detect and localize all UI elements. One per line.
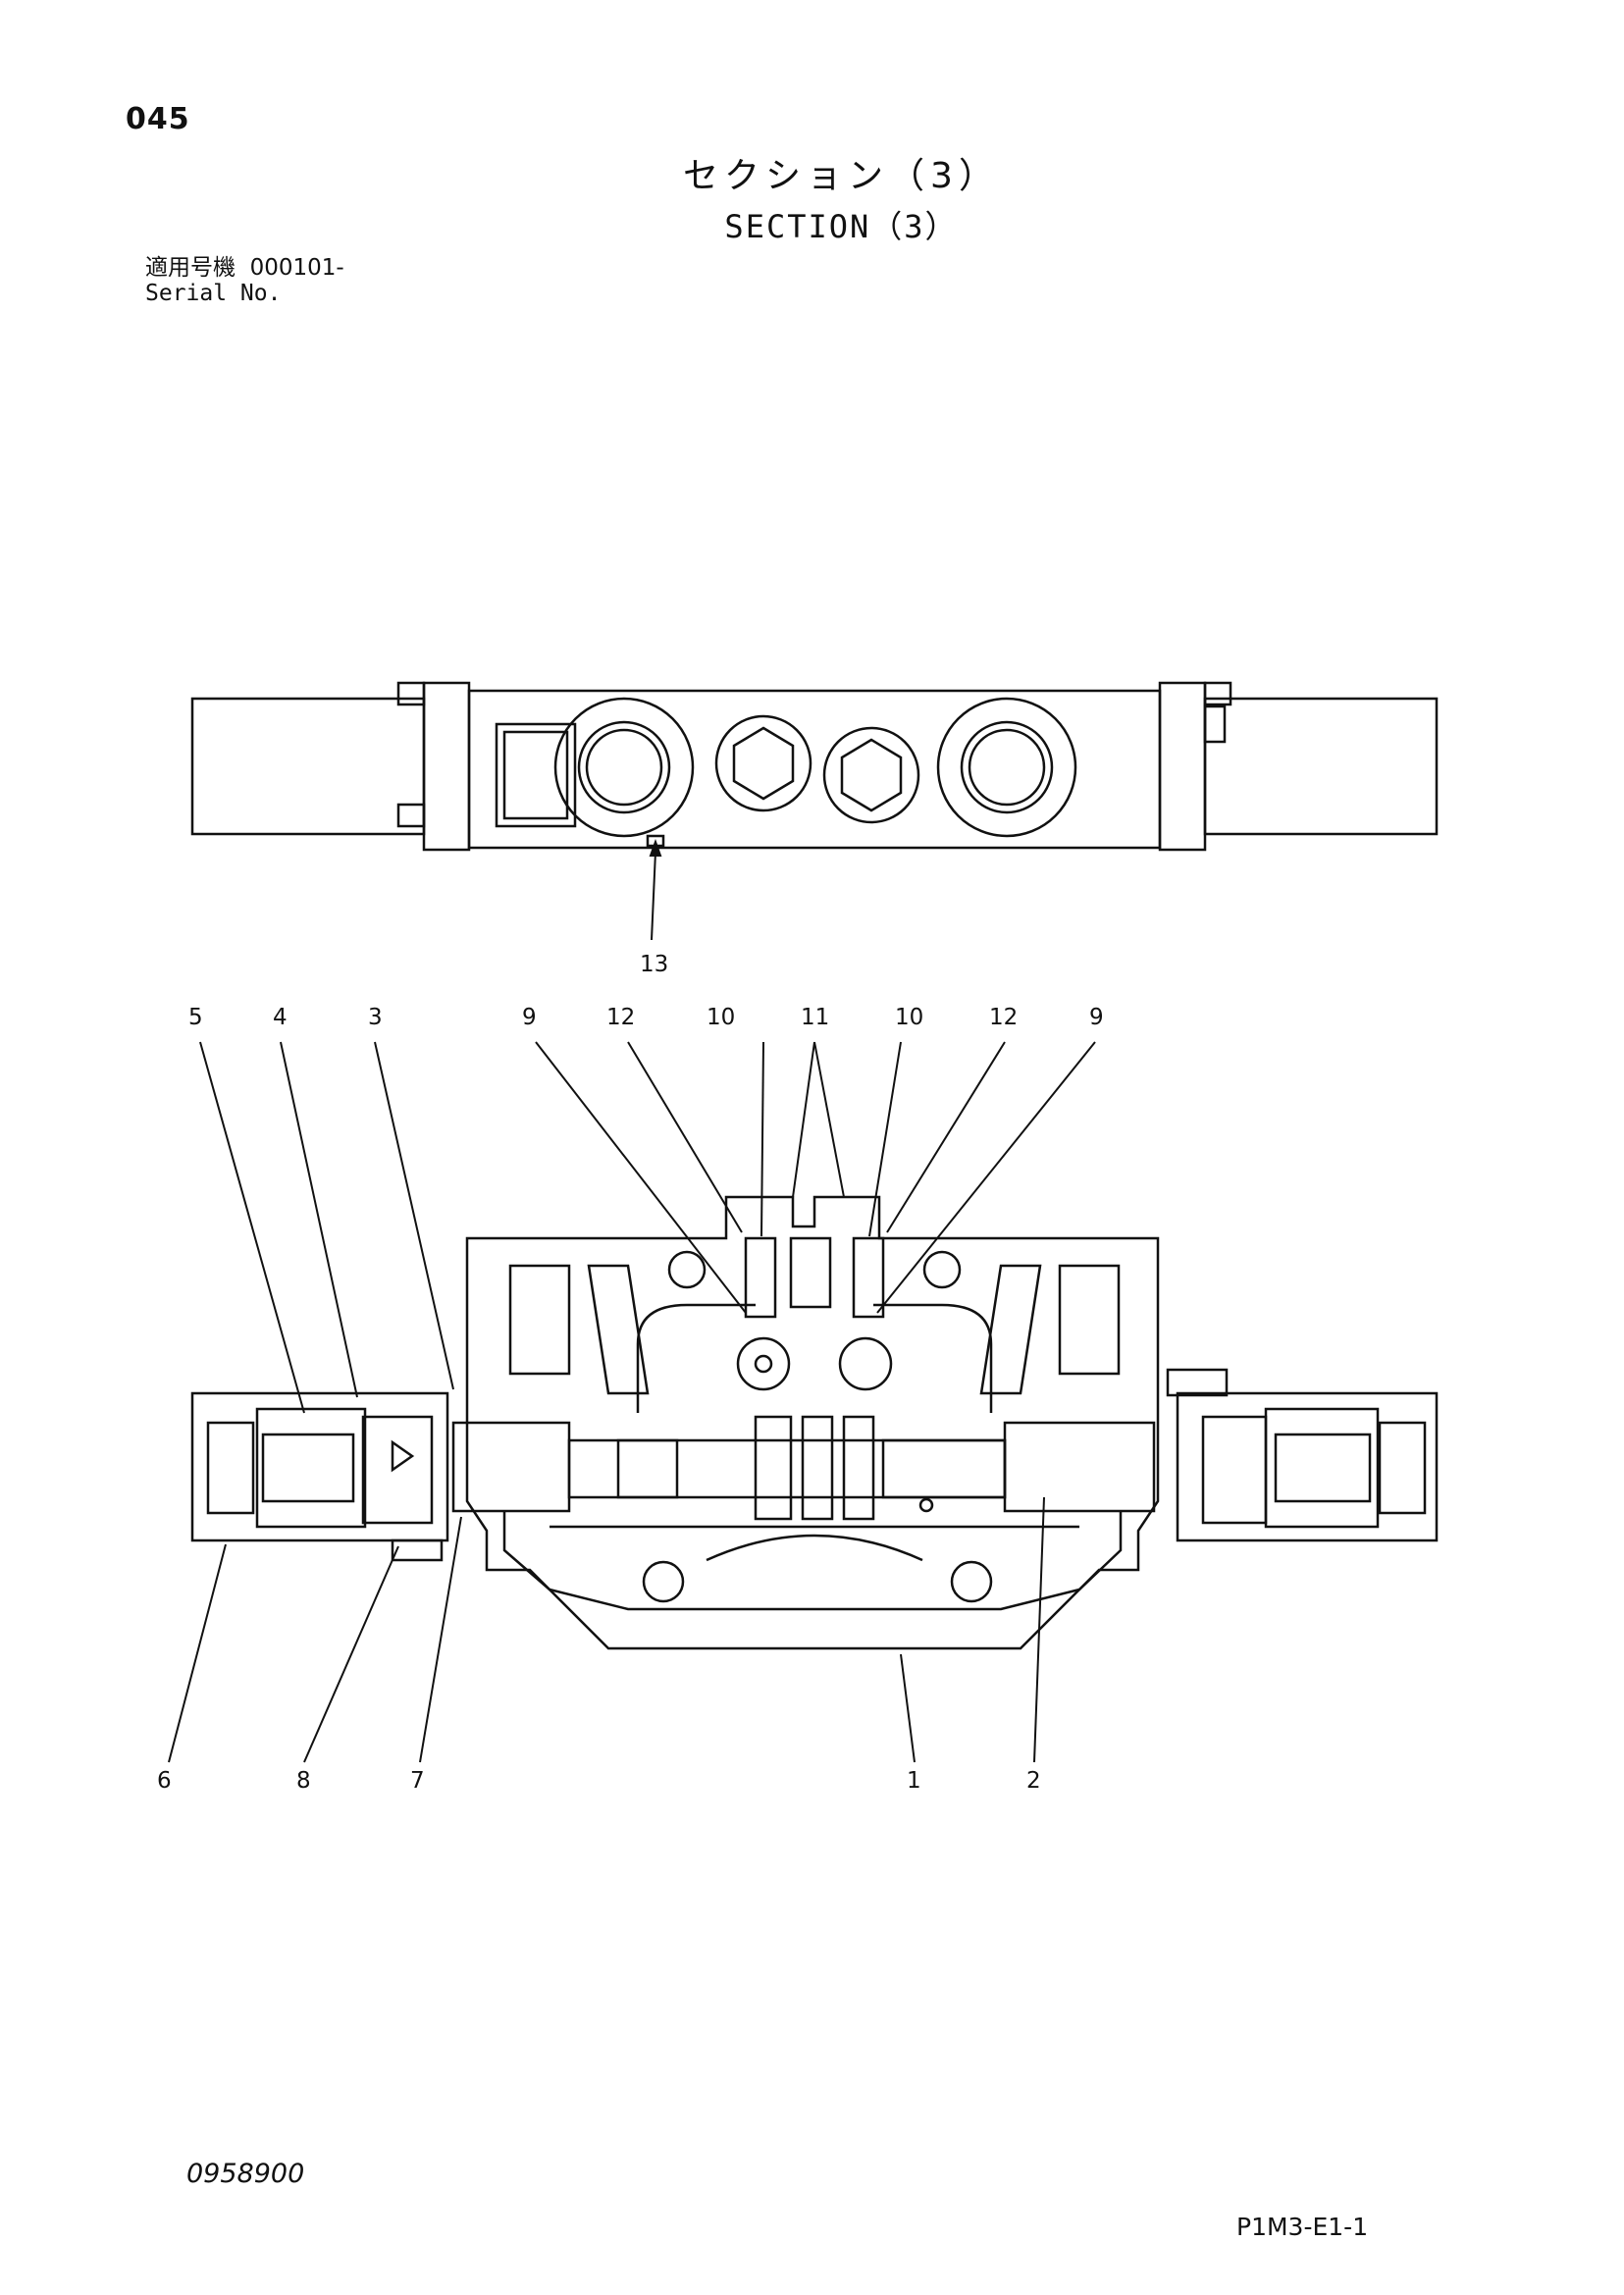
section-view-leader-lines <box>168 1041 1096 1763</box>
serial-value: 000101- <box>249 255 344 281</box>
callout-9-right: 9 <box>1089 1005 1104 1030</box>
callout-6: 6 <box>157 1768 172 1794</box>
callout-9-left: 9 <box>522 1005 537 1030</box>
callout-4: 4 <box>273 1005 288 1030</box>
callout-5: 5 <box>188 1005 203 1030</box>
callout-8: 8 <box>296 1768 311 1794</box>
callout-7: 7 <box>410 1768 425 1794</box>
callout-10-left: 10 <box>707 1005 735 1030</box>
callout-11: 11 <box>801 1005 829 1030</box>
serial-number-block: 適用号機 000101- Serial No. <box>145 255 344 306</box>
callout-12-right: 12 <box>989 1005 1018 1030</box>
callout-10-right: 10 <box>895 1005 923 1030</box>
top-view-drawing <box>190 681 1439 852</box>
section-view-drawing <box>190 1195 1439 1650</box>
serial-label-english: Serial No. <box>145 281 282 306</box>
page-number: 045 <box>126 102 190 136</box>
top-view-leader-lines <box>649 839 662 941</box>
serial-label-japanese: 適用号機 <box>145 255 236 281</box>
callout-13: 13 <box>640 952 668 977</box>
section-view-callouts: 5 4 3 9 12 10 11 10 12 9 6 8 7 1 2 <box>157 1005 1104 1794</box>
callout-12-left: 12 <box>606 1005 635 1030</box>
callout-2: 2 <box>1026 1768 1041 1794</box>
page-title-japanese: セクション（3） <box>683 156 1000 196</box>
page-title-english: SECTION（3） <box>724 208 959 245</box>
document-code: 0958900 <box>186 2159 305 2189</box>
sheet-code: P1M3-E1-1 <box>1236 2213 1369 2241</box>
callout-3: 3 <box>368 1005 383 1030</box>
callout-1: 1 <box>907 1768 921 1794</box>
